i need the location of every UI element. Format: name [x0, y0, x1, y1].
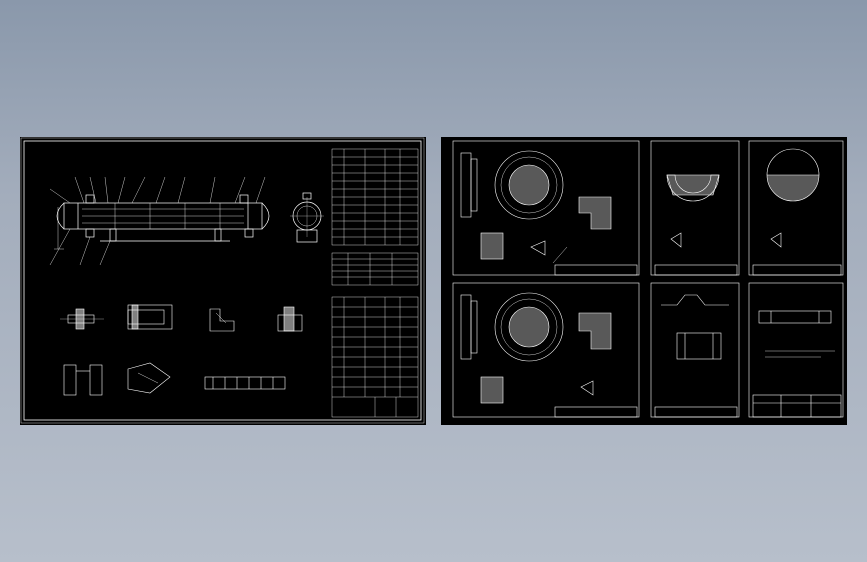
baffle-2: [752, 148, 842, 276]
drawing-outer-border: [20, 137, 425, 424]
parts-list-table: [331, 148, 419, 246]
drawing-border: [23, 140, 422, 421]
detail-views: [60, 304, 303, 396]
assembly-drawing: [20, 137, 425, 424]
flange-detail: [752, 310, 842, 418]
heat-exchanger-elevation: [49, 176, 270, 266]
baffle-1: [654, 174, 738, 276]
baffle-1-panel: [650, 140, 740, 276]
flange-detail-panel: [748, 282, 844, 418]
title-block: [331, 296, 419, 418]
assembly-drawing-sheet: [20, 137, 426, 425]
tube-sheet-1: [460, 150, 638, 276]
component-drawings-sheet: [441, 137, 847, 425]
nozzle-table: [331, 252, 419, 286]
saddle-support: [654, 294, 738, 418]
component-drawings: [452, 140, 844, 418]
tube-sheet-2: [460, 292, 638, 418]
saddle-support-panel: [650, 282, 740, 418]
tube-sheet-2-panel: [452, 282, 640, 418]
baffle-2-panel: [748, 140, 844, 276]
end-view: [290, 192, 324, 243]
tube-sheet-1-panel: [452, 140, 640, 276]
